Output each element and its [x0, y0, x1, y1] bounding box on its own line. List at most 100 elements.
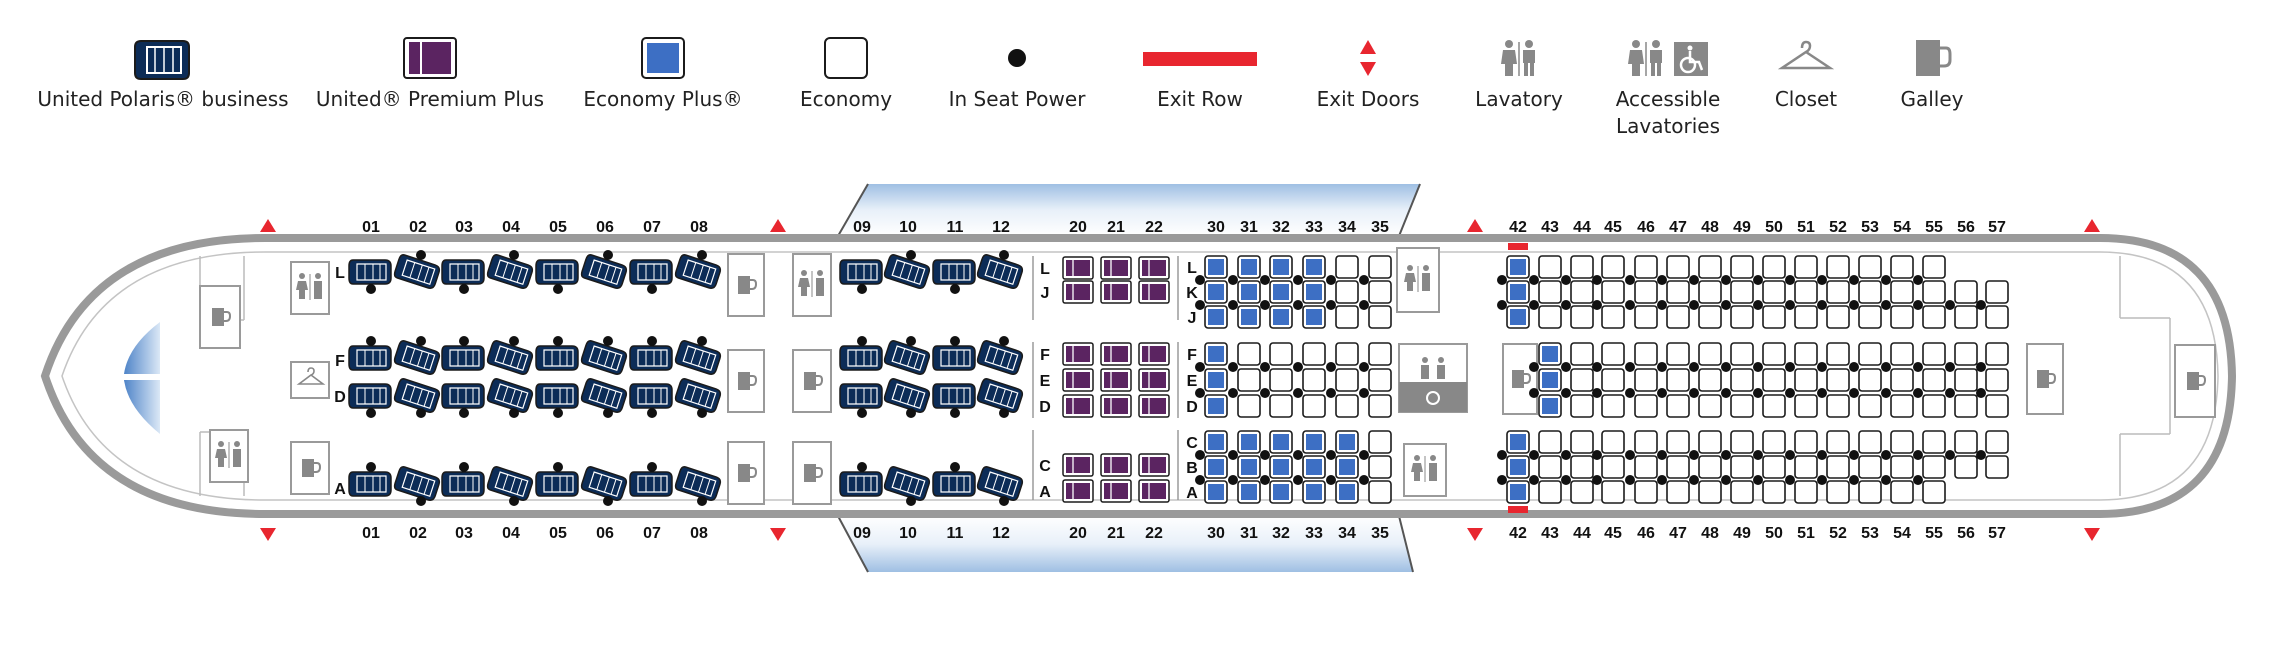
economy-plus-seat[interactable]	[1269, 430, 1293, 454]
economy-seat[interactable]	[1922, 255, 1946, 279]
economy-seat[interactable]	[1922, 430, 1946, 454]
economy-seat[interactable]	[1826, 280, 1850, 304]
economy-seat[interactable]	[1890, 455, 1914, 479]
economy-seat[interactable]	[1698, 430, 1722, 454]
economy-seat[interactable]	[1335, 280, 1359, 304]
economy-seat[interactable]	[1794, 342, 1818, 366]
economy-seat[interactable]	[1762, 430, 1786, 454]
polaris-seat[interactable]	[932, 259, 976, 285]
economy-seat[interactable]	[1302, 342, 1326, 366]
economy-seat[interactable]	[1730, 255, 1754, 279]
economy-plus-seat[interactable]	[1506, 455, 1530, 479]
economy-seat[interactable]	[1890, 342, 1914, 366]
economy-seat[interactable]	[1237, 368, 1261, 392]
economy-seat[interactable]	[1985, 455, 2009, 479]
economy-seat[interactable]	[1730, 342, 1754, 366]
economy-seat[interactable]	[1698, 342, 1722, 366]
premium-seat[interactable]	[1100, 394, 1132, 418]
economy-plus-seat[interactable]	[1506, 480, 1530, 504]
economy-seat[interactable]	[1698, 305, 1722, 329]
economy-seat[interactable]	[1666, 455, 1690, 479]
premium-seat[interactable]	[1100, 453, 1132, 477]
polaris-seat[interactable]	[348, 345, 392, 371]
economy-seat[interactable]	[1269, 342, 1293, 366]
economy-seat[interactable]	[1601, 394, 1625, 418]
economy-plus-seat[interactable]	[1538, 394, 1562, 418]
economy-seat[interactable]	[1730, 305, 1754, 329]
economy-seat[interactable]	[1794, 305, 1818, 329]
economy-seat[interactable]	[1794, 255, 1818, 279]
economy-seat[interactable]	[1890, 255, 1914, 279]
economy-seat[interactable]	[1634, 368, 1658, 392]
polaris-seat[interactable]	[932, 345, 976, 371]
economy-seat[interactable]	[1634, 480, 1658, 504]
polaris-seat[interactable]	[839, 471, 883, 497]
polaris-seat[interactable]	[535, 259, 579, 285]
economy-seat[interactable]	[1698, 368, 1722, 392]
polaris-seat[interactable]	[839, 383, 883, 409]
polaris-seat[interactable]	[674, 378, 722, 414]
economy-plus-seat[interactable]	[1538, 342, 1562, 366]
economy-seat[interactable]	[1730, 394, 1754, 418]
economy-seat[interactable]	[1762, 280, 1786, 304]
premium-seat[interactable]	[1100, 479, 1132, 503]
economy-seat[interactable]	[1730, 455, 1754, 479]
economy-seat[interactable]	[1922, 305, 1946, 329]
economy-seat[interactable]	[1698, 255, 1722, 279]
polaris-seat[interactable]	[486, 378, 534, 414]
polaris-seat[interactable]	[580, 378, 628, 414]
economy-plus-seat[interactable]	[1237, 280, 1261, 304]
economy-seat[interactable]	[1601, 430, 1625, 454]
economy-seat[interactable]	[1368, 305, 1392, 329]
polaris-seat[interactable]	[441, 471, 485, 497]
economy-plus-seat[interactable]	[1204, 342, 1228, 366]
economy-plus-seat[interactable]	[1237, 455, 1261, 479]
economy-plus-seat[interactable]	[1335, 430, 1359, 454]
economy-seat[interactable]	[1826, 430, 1850, 454]
economy-seat[interactable]	[1890, 480, 1914, 504]
economy-seat[interactable]	[1335, 255, 1359, 279]
economy-seat[interactable]	[1890, 394, 1914, 418]
economy-seat[interactable]	[1858, 368, 1882, 392]
polaris-seat[interactable]	[348, 259, 392, 285]
economy-seat[interactable]	[1538, 305, 1562, 329]
polaris-seat[interactable]	[976, 466, 1024, 502]
economy-seat[interactable]	[1858, 430, 1882, 454]
economy-seat[interactable]	[1858, 255, 1882, 279]
economy-plus-seat[interactable]	[1204, 480, 1228, 504]
polaris-seat[interactable]	[674, 254, 722, 290]
premium-seat[interactable]	[1138, 368, 1170, 392]
economy-seat[interactable]	[1269, 394, 1293, 418]
economy-seat[interactable]	[1601, 480, 1625, 504]
economy-seat[interactable]	[1335, 342, 1359, 366]
economy-seat[interactable]	[1858, 455, 1882, 479]
economy-seat[interactable]	[1985, 368, 2009, 392]
economy-seat[interactable]	[1794, 280, 1818, 304]
economy-plus-seat[interactable]	[1237, 430, 1261, 454]
economy-seat[interactable]	[1922, 342, 1946, 366]
economy-seat[interactable]	[1634, 342, 1658, 366]
polaris-seat[interactable]	[393, 254, 441, 290]
economy-seat[interactable]	[1826, 342, 1850, 366]
economy-plus-seat[interactable]	[1506, 305, 1530, 329]
economy-seat[interactable]	[1826, 394, 1850, 418]
economy-seat[interactable]	[1538, 480, 1562, 504]
premium-seat[interactable]	[1100, 368, 1132, 392]
polaris-seat[interactable]	[393, 340, 441, 376]
economy-plus-seat[interactable]	[1237, 480, 1261, 504]
economy-plus-seat[interactable]	[1204, 280, 1228, 304]
polaris-seat[interactable]	[674, 340, 722, 376]
economy-plus-seat[interactable]	[1269, 305, 1293, 329]
polaris-seat[interactable]	[674, 466, 722, 502]
economy-seat[interactable]	[1634, 255, 1658, 279]
polaris-seat[interactable]	[629, 259, 673, 285]
economy-seat[interactable]	[1570, 368, 1594, 392]
polaris-seat[interactable]	[393, 378, 441, 414]
economy-seat[interactable]	[1954, 305, 1978, 329]
premium-seat[interactable]	[1062, 394, 1094, 418]
economy-seat[interactable]	[1368, 480, 1392, 504]
economy-seat[interactable]	[1698, 280, 1722, 304]
polaris-seat[interactable]	[839, 259, 883, 285]
polaris-seat[interactable]	[883, 466, 931, 502]
economy-seat[interactable]	[1730, 280, 1754, 304]
